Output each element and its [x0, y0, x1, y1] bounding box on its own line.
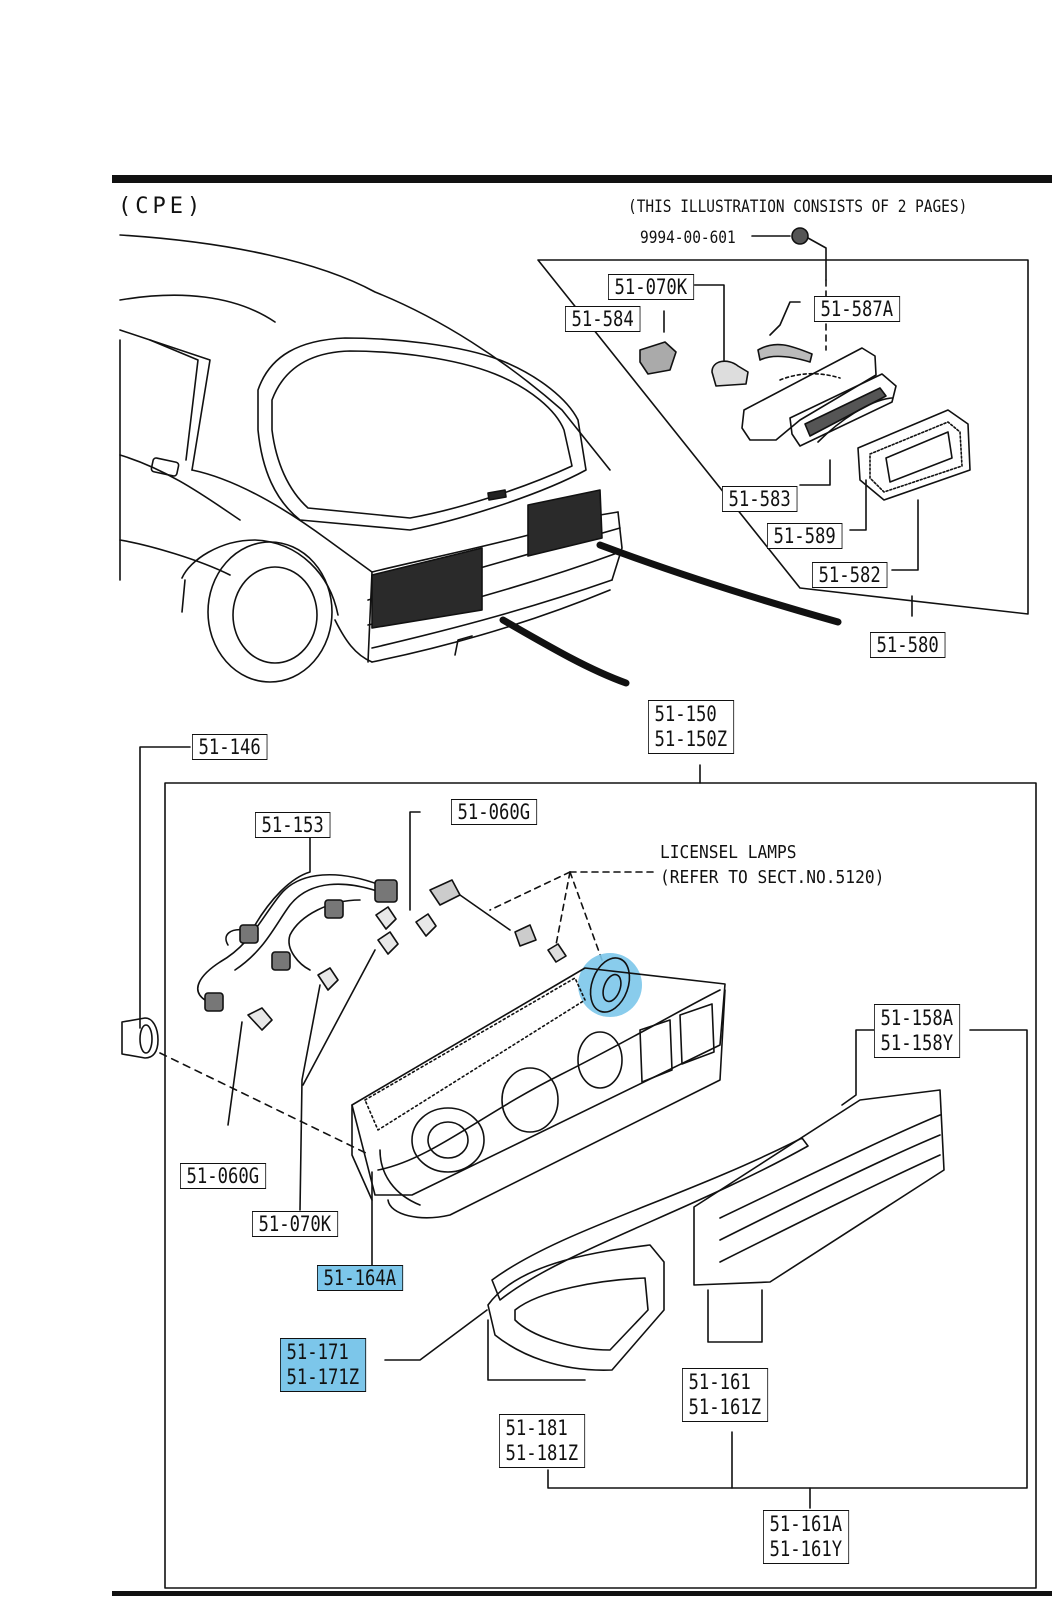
- part-label-51-161[interactable]: 51-161 51-161Z: [682, 1368, 768, 1422]
- part-number: 51-171: [286, 1340, 349, 1364]
- part-label-51-070K-bottom[interactable]: 51-070K: [252, 1211, 338, 1237]
- part-number: 51-171Z: [286, 1365, 360, 1389]
- part-label-51-161A[interactable]: 51-161A 51-161Y: [763, 1510, 849, 1564]
- bolt-part-number: 9994-00-601: [640, 228, 736, 248]
- part-label-51-181[interactable]: 51-181 51-181Z: [499, 1414, 585, 1468]
- part-number: 51-181Z: [505, 1441, 579, 1465]
- part-label-51-582[interactable]: 51-582: [812, 562, 888, 588]
- part-number: 51-161A: [769, 1512, 843, 1536]
- rear-combination-lamp-drawing: [121, 746, 1037, 1589]
- part-label-51-158A[interactable]: 51-158A 51-158Y: [874, 1004, 960, 1058]
- part-number: 51-158Y: [880, 1031, 954, 1055]
- part-label-51-060G-top[interactable]: 51-060G: [451, 799, 537, 825]
- part-label-51-580[interactable]: 51-580: [870, 632, 946, 658]
- part-label-51-589[interactable]: 51-589: [767, 523, 843, 549]
- part-number: 51-161Y: [769, 1537, 843, 1561]
- part-label-51-164A[interactable]: 51-164A: [317, 1265, 403, 1291]
- side-lamp-group-drawing: [537, 227, 1029, 617]
- part-number: 51-161Z: [688, 1395, 762, 1419]
- license-lamps-line1: LICENSEL LAMPS: [660, 842, 797, 863]
- part-number: 51-161: [688, 1370, 751, 1394]
- bottom-rule: [112, 1591, 1052, 1596]
- gasket-highlight: [578, 953, 642, 1017]
- part-label-51-171[interactable]: 51-171 51-171Z: [280, 1338, 366, 1392]
- part-label-51-587A[interactable]: 51-587A: [814, 296, 900, 322]
- part-number: 51-181: [505, 1416, 568, 1440]
- part-label-51-146[interactable]: 51-146: [192, 734, 268, 760]
- model-tag: (CPE): [118, 194, 205, 219]
- part-number: 51-150Z: [654, 727, 728, 751]
- part-label-51-070K-top[interactable]: 51-070K: [608, 274, 694, 300]
- part-label-51-584[interactable]: 51-584: [565, 306, 641, 332]
- license-lamps-note: LICENSEL LAMPS (REFER TO SECT.NO.5120): [660, 840, 884, 890]
- license-lamps-line2: (REFER TO SECT.NO.5120): [660, 867, 885, 888]
- top-rule: [112, 175, 1052, 183]
- part-label-51-583[interactable]: 51-583: [722, 486, 798, 512]
- part-label-51-060G-bottom[interactable]: 51-060G: [180, 1163, 266, 1189]
- page-note: (THIS ILLUSTRATION CONSISTS OF 2 PAGES): [628, 197, 968, 217]
- part-number: 51-150: [654, 702, 717, 726]
- part-label-51-153[interactable]: 51-153: [255, 812, 331, 838]
- part-number: 51-158A: [880, 1006, 954, 1030]
- car-body-drawing: [119, 234, 842, 687]
- part-label-51-150[interactable]: 51-150 51-150Z: [648, 700, 734, 754]
